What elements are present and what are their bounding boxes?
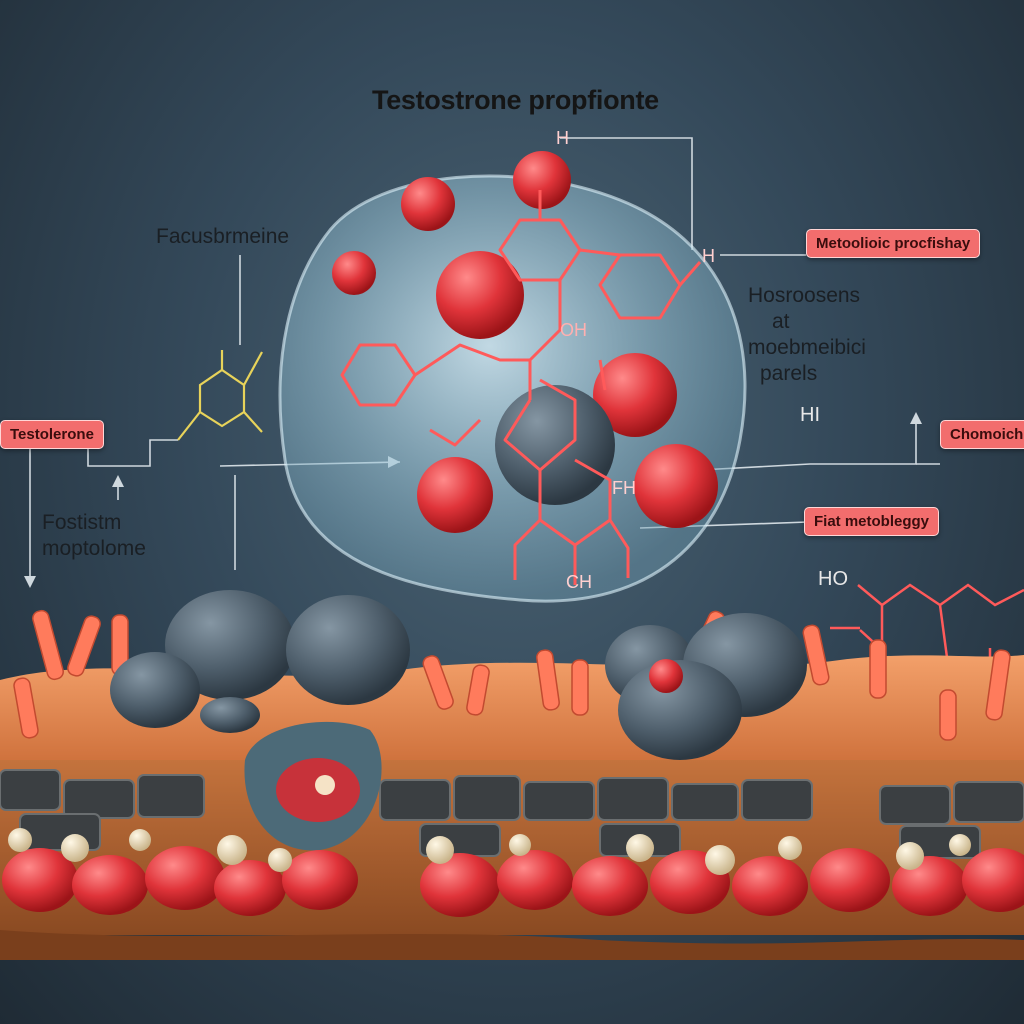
red-cells [2, 846, 1024, 917]
chem-label-h-top: H [556, 128, 569, 148]
chem-label-fh: FH [612, 478, 636, 498]
label-right-mid-line4: parels [760, 362, 818, 385]
left-molecule [177, 350, 263, 441]
label-right-mid-line2: at [772, 310, 790, 333]
tag-right-low: Fiat metobleggy [804, 507, 940, 536]
label-right-mid-line3: moebmeibici [748, 336, 866, 359]
arrowhead-up [910, 412, 922, 424]
chem-label-oh: OH [560, 320, 587, 340]
membrane-bottom-edge [0, 930, 1024, 960]
membrane-rods [13, 609, 1011, 741]
label-left-bottom-line1: Fostistm [42, 511, 122, 534]
tag-right-mid: Chomoich [940, 420, 1024, 449]
gray-boulders [110, 590, 807, 760]
tag-right-top: Metoolioic procfishay [806, 229, 981, 258]
label-right-mid-line1: Hosroosens [748, 284, 861, 307]
red-spheres [332, 151, 718, 533]
arrowhead-down [24, 576, 36, 588]
beads [8, 828, 971, 875]
red-dot-on-boulder [649, 659, 683, 693]
arrowhead-up-small [112, 475, 124, 487]
label-left-top: Facusbrmeine [156, 225, 290, 248]
label-left-bottom-line2: moptolome [42, 537, 146, 560]
molecule-structure [340, 190, 702, 585]
diagram-title: Testostrone propfionte [372, 85, 659, 115]
cut-boulder-speck [315, 775, 335, 795]
chem-label-ho: HO [818, 568, 848, 590]
chem-label-hi: HI [800, 404, 820, 426]
chem-label-ch: CH [566, 572, 592, 592]
gray-core-sphere [495, 385, 615, 505]
chem-label-h-right: H [702, 246, 715, 266]
tag-left: Testolerone [0, 420, 104, 449]
